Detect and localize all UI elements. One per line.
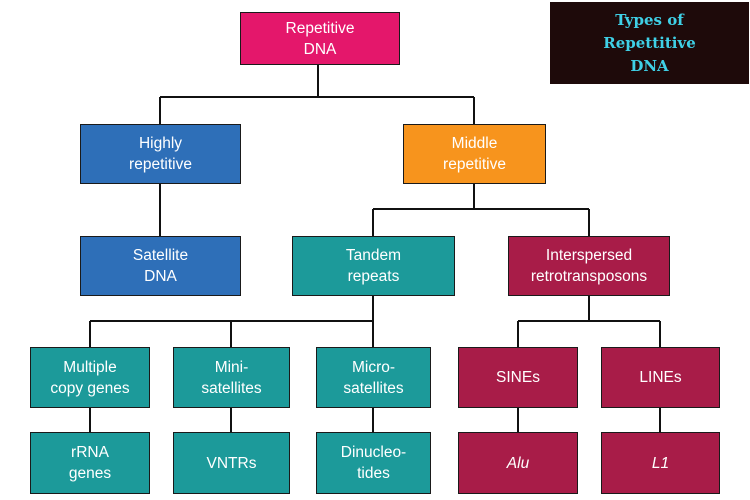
node-minisatellites: Mini- satellites: [173, 347, 290, 408]
node-tandem-repeats: Tandem repeats: [292, 236, 455, 296]
diagram-title: Types of Repettitive DNA: [550, 2, 749, 84]
node-alu: Alu: [458, 432, 578, 494]
node-microsatellites: Micro- satellites: [316, 347, 431, 408]
node-satellite-dna: Satellite DNA: [80, 236, 241, 296]
node-repetitive-dna: Repetitive DNA: [240, 12, 400, 65]
node-highly-repetitive: Highly repetitive: [80, 124, 241, 184]
node-interspersed-retrotransposons: Interspersed retrotransposons: [508, 236, 670, 296]
node-vntrs: VNTRs: [173, 432, 290, 494]
node-rrna-genes: rRNA genes: [30, 432, 150, 494]
node-lines: LINEs: [601, 347, 720, 408]
node-dinucleotides: Dinucleo- tides: [316, 432, 431, 494]
node-l1: L1: [601, 432, 720, 494]
node-middle-repetitive: Middle repetitive: [403, 124, 546, 184]
node-multiple-copy-genes: Multiple copy genes: [30, 347, 150, 408]
node-sines: SINEs: [458, 347, 578, 408]
